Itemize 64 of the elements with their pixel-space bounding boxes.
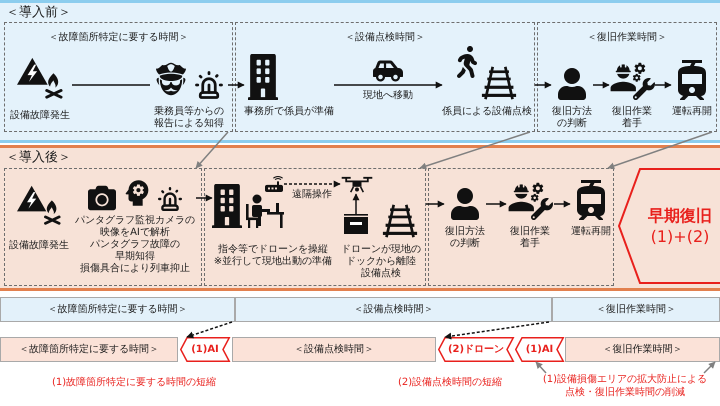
dashed-frame xyxy=(4,168,202,286)
arrow xyxy=(535,361,547,374)
step-label: 復旧作業着手 xyxy=(611,106,653,130)
result-text: 早期復旧 xyxy=(648,206,712,225)
step-label: 事務所で係員が準備 xyxy=(244,106,334,118)
arrow xyxy=(352,193,360,214)
note-text: (1)設備損傷エリアの拡大防止による点検・復旧作業時間の削減 xyxy=(538,373,712,399)
step-label: 設備点検 xyxy=(361,268,401,280)
drone-icon xyxy=(340,176,374,194)
frame-heading: ＜故障箇所特定に要する時間＞ xyxy=(48,32,188,44)
chevron-label: (2)ドローン xyxy=(448,344,504,356)
step-label: 復旧作業着手 xyxy=(509,226,551,250)
arrow xyxy=(426,200,445,208)
edge-label: 遠隔操作 xyxy=(292,189,332,201)
panel-title: ＜導入前＞ xyxy=(6,5,71,20)
time-bar: ＜設備点検時間＞ xyxy=(235,297,552,322)
step-label: 運転再開 xyxy=(672,106,712,118)
dashed-frame xyxy=(537,22,717,132)
arrow xyxy=(593,82,610,88)
step-label: 復旧方法の判断 xyxy=(551,106,593,130)
dashed-frame xyxy=(204,168,426,286)
router-icon xyxy=(264,176,284,192)
time-bar: ＜復旧作業時間＞ xyxy=(552,297,720,322)
panel-title: ＜導入後＞ xyxy=(6,150,71,165)
step-label: 復旧方法の判断 xyxy=(444,226,486,250)
note-text: (2)設備点検時間の短縮 xyxy=(398,377,502,389)
step-label: 運転再開 xyxy=(571,226,611,238)
frame-heading: ＜復旧作業時間＞ xyxy=(587,32,667,44)
frame-heading: ＜設備点検時間＞ xyxy=(345,32,425,44)
step-label: 乗務員等からの報告による知得 xyxy=(153,106,225,130)
step-label: パンタグラフ故障の早期知得 xyxy=(89,239,181,262)
chevron-label: (1)AI xyxy=(191,344,219,356)
note-text: (1)故障箇所特定に要する時間の短縮 xyxy=(52,377,216,389)
section-panel xyxy=(0,0,720,143)
dashed-frame xyxy=(235,22,535,132)
step-label: 損傷具合により列車抑止 xyxy=(80,263,190,275)
step-label: 指令等でドローンを操縦 xyxy=(218,244,328,256)
connector-line xyxy=(72,84,150,86)
dashed-arrow xyxy=(284,180,341,188)
section-panel xyxy=(0,145,720,291)
dashed-frame xyxy=(4,22,233,132)
time-bar: ＜故障箇所特定に要する時間＞ xyxy=(0,297,235,322)
step-label: パンタグラフ監視カメラの映像をAIで解析 xyxy=(74,215,196,238)
arrow xyxy=(655,82,672,88)
result-text: (1)+(2) xyxy=(650,227,710,246)
arrow xyxy=(334,82,443,88)
step-label: ドローンが現地のドックから離陸 xyxy=(340,244,422,268)
step-label: 設備故障発生 xyxy=(9,240,69,252)
arrow xyxy=(486,200,507,208)
time-bar: ＜復旧作業時間＞ xyxy=(565,337,720,362)
time-bar: ＜故障箇所特定に要する時間＞ xyxy=(0,337,178,362)
dock-box-icon xyxy=(344,214,368,234)
chevron-label: (1)AI xyxy=(526,344,554,356)
arrow xyxy=(228,82,245,88)
dashed-frame xyxy=(428,168,614,286)
step-label: ※並行して現地出動の準備 xyxy=(214,256,332,268)
step-label: 係員による設備点検 xyxy=(442,106,532,118)
step-label: 設備故障発生 xyxy=(10,110,70,122)
arrow xyxy=(196,194,213,202)
edge-label: 現地へ移動 xyxy=(363,90,413,102)
arrow xyxy=(535,82,552,88)
time-bar: ＜設備点検時間＞ xyxy=(232,337,436,362)
arrow xyxy=(554,200,571,208)
arrow xyxy=(703,361,716,374)
